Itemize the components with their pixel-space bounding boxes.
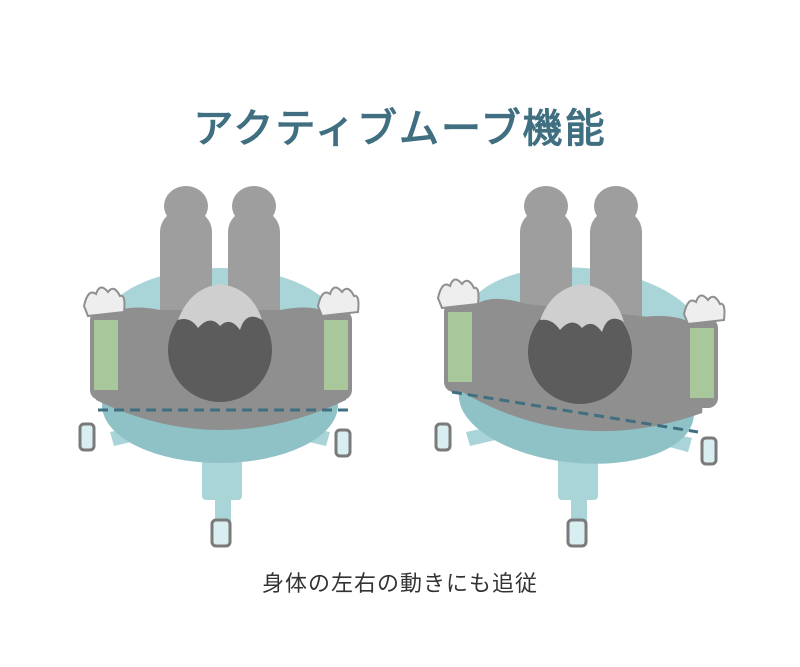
person-hands xyxy=(82,286,360,318)
balance-line-tilted xyxy=(451,390,699,434)
chair-illustration-tilted xyxy=(434,186,726,548)
caption-text: 身体の左右の動きにも追従 xyxy=(261,572,538,597)
person-arms xyxy=(90,310,352,400)
chair-figure-tilted xyxy=(430,170,730,560)
person-hands xyxy=(436,278,726,326)
person-head xyxy=(528,284,632,404)
page-title: アクティブムーブ機能 xyxy=(193,106,607,152)
person-head xyxy=(168,284,272,402)
chair-casters xyxy=(78,422,352,548)
chair-illustration-level xyxy=(78,186,360,548)
chair-casters xyxy=(434,422,718,548)
chair-figure-level xyxy=(70,170,370,560)
person-arms xyxy=(444,302,718,408)
